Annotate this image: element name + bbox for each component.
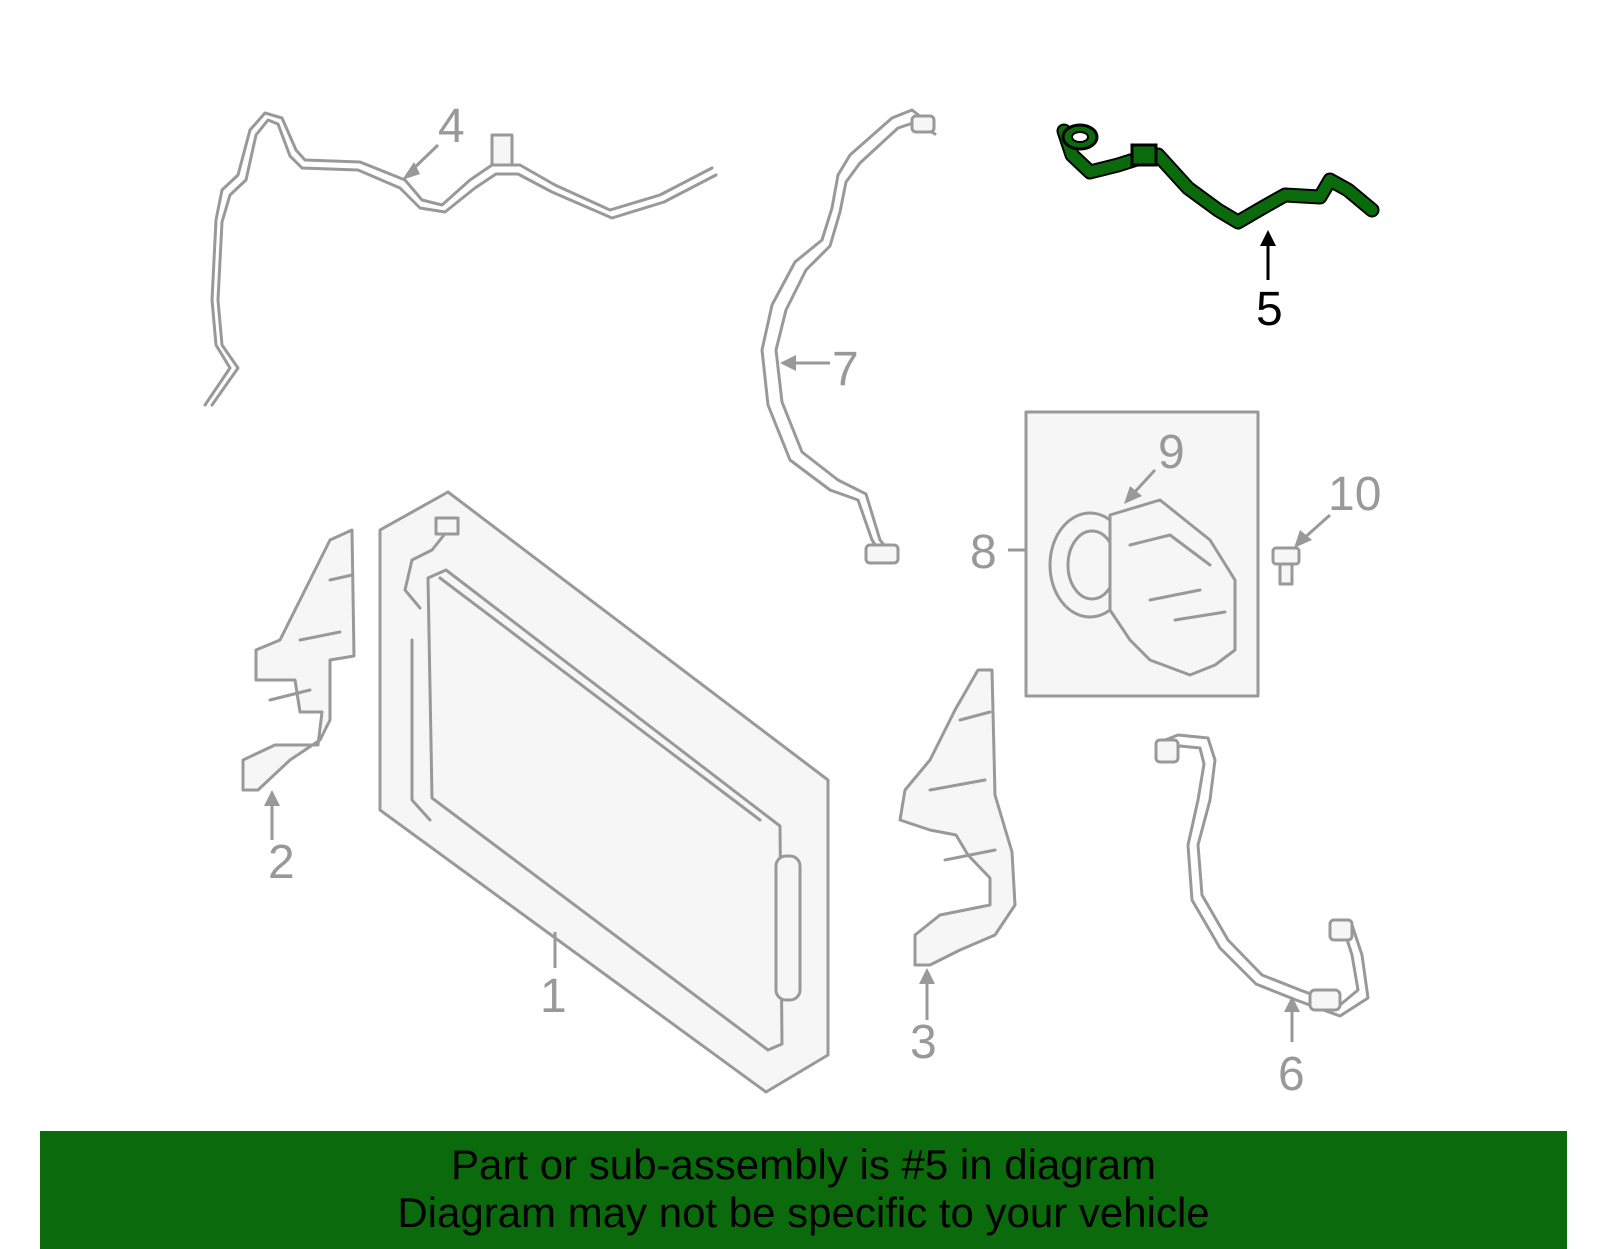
- part-5-pipe-highlighted[interactable]: [1056, 123, 1380, 230]
- banner-line-1: Part or sub-assembly is #5 in diagram: [451, 1141, 1156, 1188]
- callout-2: 2: [268, 836, 295, 889]
- arrow-9: [1124, 486, 1142, 504]
- info-banner: Part or sub-assembly is #5 in diagram Di…: [40, 1131, 1567, 1249]
- callout-8: 8: [970, 526, 997, 579]
- part-6-hose[interactable]: [1154, 733, 1370, 1018]
- arrow-4: [402, 162, 420, 180]
- part-3-bracket[interactable]: [898, 668, 1017, 967]
- part-7-hose[interactable]: [760, 108, 937, 565]
- arrow-7: [780, 355, 796, 371]
- callout-5: 5: [1256, 283, 1283, 336]
- leader-9: [1130, 468, 1157, 497]
- banner-line-2: Diagram may not be specific to your vehi…: [397, 1189, 1210, 1236]
- callout-3: 3: [910, 1016, 937, 1069]
- arrow-6: [1284, 996, 1300, 1012]
- callout-6: 6: [1278, 1048, 1305, 1101]
- part-9-compressor[interactable]: [1048, 498, 1237, 677]
- arrow-3: [919, 968, 935, 984]
- callout-9: 9: [1158, 426, 1185, 479]
- callout-1: 1: [540, 970, 567, 1023]
- callout-10: 10: [1328, 468, 1381, 521]
- part-10-bolt[interactable]: [1271, 546, 1301, 586]
- callout-4: 4: [438, 100, 465, 153]
- arrow-5: [1260, 230, 1276, 246]
- arrow-10: [1294, 530, 1312, 548]
- part-4-pipe[interactable]: [203, 111, 718, 407]
- arrow-2: [264, 790, 280, 806]
- part-2-bracket[interactable]: [241, 528, 356, 792]
- part-1-condenser[interactable]: [378, 490, 830, 1094]
- callout-7: 7: [832, 343, 859, 396]
